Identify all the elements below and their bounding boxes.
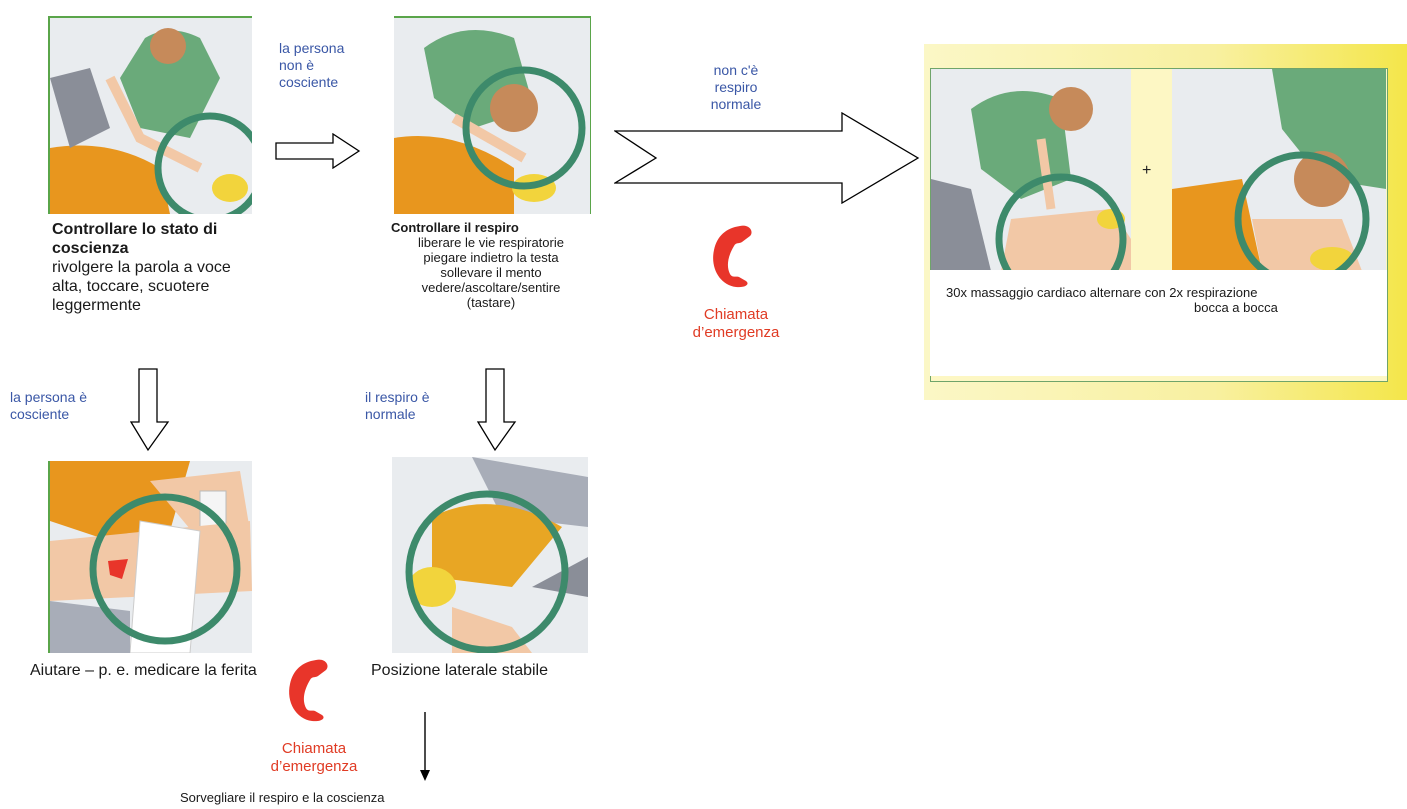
step1-text-block: Controllare lo stato di coscienza rivolg…: [52, 220, 252, 315]
step-recovery-text: Posizione laterale stabile: [371, 662, 548, 679]
cpr-caption-line-1: 30x massaggio cardiaco alternare con 2x …: [946, 285, 1258, 300]
step1-title: Controllare lo stato di coscienza: [52, 221, 218, 257]
arrow-down-icon: [130, 368, 170, 452]
image-check-consciousness: [48, 16, 252, 214]
image-check-breathing: [394, 16, 591, 214]
label-normal-breath: il respiro è normale: [365, 389, 430, 422]
step-help-text: Aiutare – p. e. medicare la ferita: [30, 662, 257, 679]
step2-text-block: Controllare il respiro liberare le vie r…: [383, 220, 599, 310]
image-mouth-to-mouth: [1172, 69, 1386, 271]
emergency-call-label-1: Chiamata d’emergenza: [692, 306, 780, 341]
arrow-down-icon: [477, 368, 517, 452]
step2-line-4: vedere/ascoltare/sentire: [421, 280, 561, 295]
phone-icon: [289, 659, 328, 722]
arrow-right-icon: [275, 133, 361, 169]
step1-description: rivolgere la parola a voce alta, toccare…: [52, 259, 231, 314]
label-unconscious: la persona non è cosciente: [279, 40, 345, 90]
step2-line-5: (tastare): [466, 295, 516, 310]
cpr-caption-box: 30x massaggio cardiaco alternare con 2x …: [930, 270, 1387, 376]
arrow-down-icon: [420, 712, 430, 781]
step2-line-3: sollevare il mento: [440, 265, 542, 280]
cpr-panel: + 30x massaggio cardiaco alternare con 2…: [924, 44, 1407, 400]
cpr-plus: +: [1142, 162, 1152, 179]
image-treat-wound: [48, 461, 252, 653]
monitor-text: Sorvegliare il respiro e la coscienza: [180, 790, 385, 805]
step2-line-2: piegare indietro la testa: [423, 250, 559, 265]
image-recovery-position: [392, 457, 588, 653]
step2-title: Controllare il respiro: [391, 220, 519, 235]
cpr-caption-line-2: bocca a bocca: [1194, 300, 1278, 315]
phone-icon: [713, 225, 752, 288]
emergency-call-label-2: Chiamata d’emergenza: [270, 740, 358, 775]
step2-line-1: liberare le vie respiratorie: [418, 235, 564, 250]
label-no-breath: non c'è respiro normale: [710, 62, 762, 112]
arrow-right-icon: [614, 112, 920, 204]
label-conscious: la persona è cosciente: [10, 389, 88, 422]
image-chest-compression: [931, 69, 1131, 271]
